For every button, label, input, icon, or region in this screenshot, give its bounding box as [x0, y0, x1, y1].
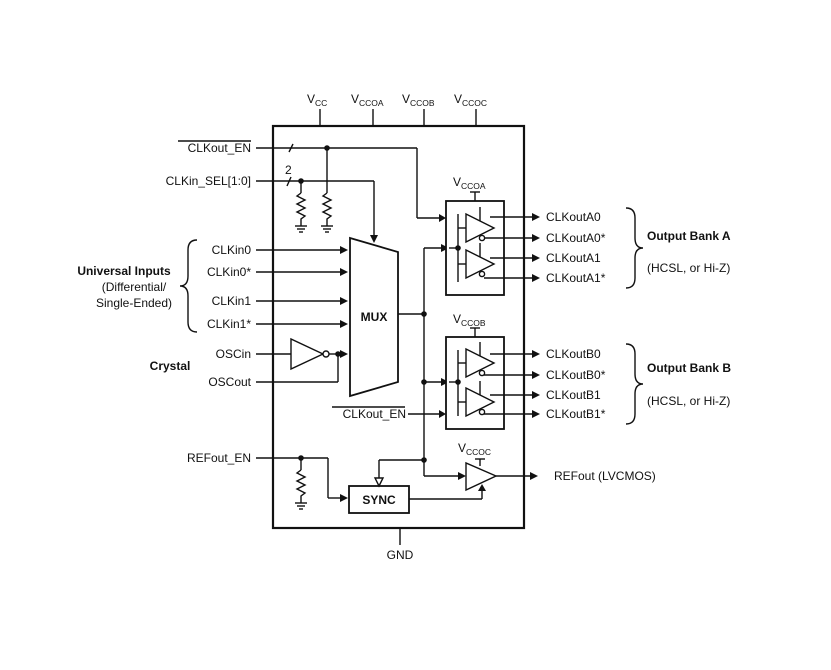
output-bank-b-labels: CLKoutB0 CLKoutB0* CLKoutB1 CLKoutB1* Ou… — [546, 343, 731, 425]
universal-sub1: (Differential/ — [102, 280, 167, 294]
clkouta1-label: CLKoutA1 — [546, 251, 601, 265]
bank-a-sub: (HCSL, or Hi-Z) — [647, 261, 730, 275]
clkin1-label: CLKin1 — [212, 294, 252, 308]
clkouta0n-label: CLKoutA0* — [546, 231, 606, 245]
clkoutb1n-label: CLKoutB1* — [546, 407, 606, 421]
mux-output-bus — [398, 244, 466, 480]
bank-a-title: Output Bank A — [647, 229, 731, 243]
clkoutb1-label: CLKoutB1 — [546, 388, 601, 402]
refout-buffer: VCCOC REFout (LVCMOS) — [458, 441, 656, 492]
clkouta1n-label: CLKoutA1* — [546, 271, 606, 285]
oscin-label: OSCin — [216, 347, 251, 361]
bus-width-label: 2 — [285, 163, 292, 177]
clkouta0-label: CLKoutA0 — [546, 210, 601, 224]
vccoa-label: VCCOA — [351, 92, 384, 108]
oscout-label: OSCout — [208, 375, 251, 389]
refout-vcco: VCCOC — [458, 441, 491, 457]
chip-outline — [271, 124, 526, 530]
output-bank-a-labels: CLKoutA0 CLKoutA0* CLKoutA1 CLKoutA1* Ou… — [546, 207, 731, 289]
vccob-label: VCCOB — [402, 92, 435, 108]
vcc-label: VCC — [307, 92, 327, 108]
vccoc-label: VCCOC — [454, 92, 487, 108]
mux-block: MUX — [349, 236, 399, 398]
bank-b-brace — [625, 343, 644, 425]
clkoutb0-label: CLKoutB0 — [546, 347, 601, 361]
universal-sub2: Single-Ended) — [96, 296, 172, 310]
supply-pins: VCC VCCOA VCCOB VCCOC — [307, 92, 487, 126]
clkin-sel-label: CLKin_SEL[1:0] — [166, 174, 251, 188]
gnd-label: GND — [387, 548, 414, 562]
mux-label: MUX — [361, 310, 388, 324]
crystal-oscillator: OSCin OSCout Crystal — [150, 337, 348, 389]
sync-label: SYNC — [362, 493, 396, 507]
universal-inputs: CLKin0 CLKin0* CLKin1 CLKin1* Universal … — [77, 239, 348, 333]
bank-b-title: Output Bank B — [647, 361, 731, 375]
clkoutb0n-label: CLKoutB0* — [546, 368, 606, 382]
clkin0-label: CLKin0 — [212, 243, 252, 257]
sync-block: SYNC — [348, 459, 486, 514]
clkin-sel-net: CLKin_SEL[1:0] 2 — [166, 163, 378, 243]
clkin1n-label: CLKin1* — [207, 317, 251, 331]
refout-label: REFout (LVCMOS) — [554, 469, 656, 483]
clkout-en-label: CLKout_EN — [188, 141, 251, 155]
pull-resistors-top — [295, 192, 333, 233]
bank-b-vcco: VCCOB — [453, 312, 486, 328]
refout-en-net: REFout_EN — [187, 451, 348, 510]
clkout-en-bank-b-net: CLKout_EN — [332, 406, 446, 421]
refout-en-label: REFout_EN — [187, 451, 251, 465]
output-bank-a-box: VCCOA — [445, 175, 540, 296]
bank-b-sub: (HCSL, or Hi-Z) — [647, 394, 730, 408]
bank-a-vcco: VCCOA — [453, 175, 486, 191]
output-bank-b-box: VCCOB — [445, 312, 540, 430]
universal-title: Universal Inputs — [77, 264, 171, 278]
bank-a-brace — [625, 207, 644, 289]
clkout-en-net: CLKout_EN — [178, 140, 446, 222]
universal-brace — [179, 239, 198, 333]
clkin0n-label: CLKin0* — [207, 265, 251, 279]
clkout-en-2-label: CLKout_EN — [343, 407, 406, 421]
crystal-label: Crystal — [150, 359, 191, 373]
